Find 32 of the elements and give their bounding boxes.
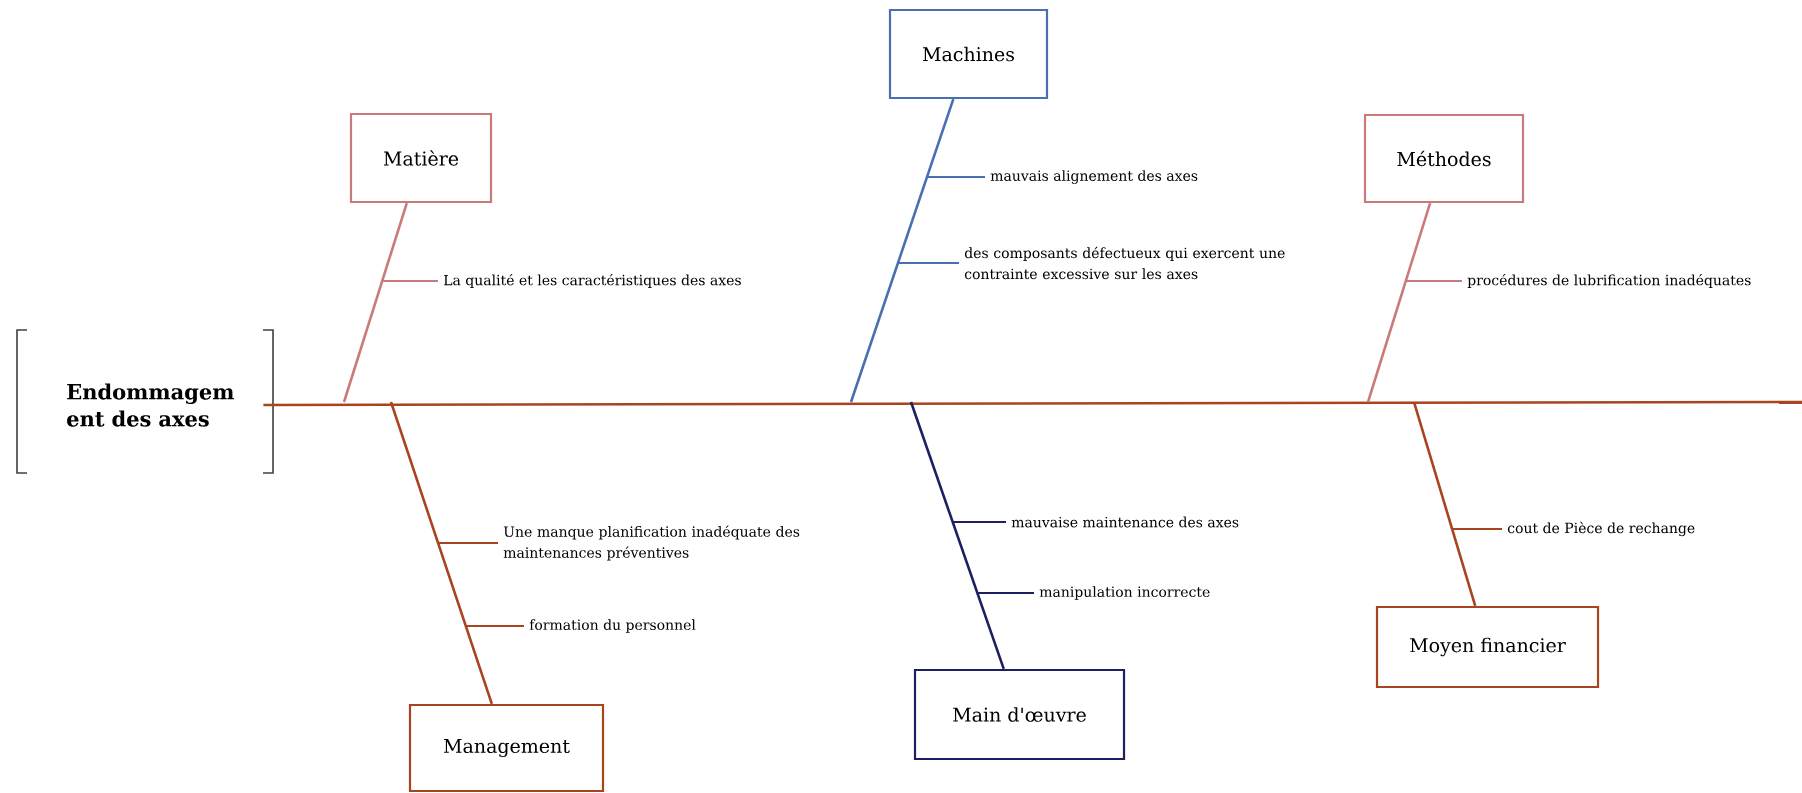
bone-line: [909, 401, 1005, 670]
spine-line: [263, 400, 1802, 407]
tick-line: [1404, 280, 1463, 282]
tick-line: [1451, 528, 1503, 530]
category-box: Moyen financier: [1375, 605, 1600, 689]
tick-line: [464, 625, 525, 627]
category-box: Management: [408, 703, 605, 793]
cause-text: formation du personnel: [529, 619, 696, 633]
tick-line: [437, 542, 499, 544]
bone-line: [1366, 202, 1432, 403]
tick-line: [951, 521, 1007, 523]
cause-text: procédures de lubrification inadéquates: [1467, 273, 1751, 289]
tick-line: [896, 262, 960, 264]
cause-text: Une manque planification inadéquate des maintenances préventives: [503, 525, 800, 561]
category-box: Machines: [888, 8, 1049, 100]
bone-line: [389, 401, 494, 705]
tick-line: [976, 592, 1035, 594]
cause-text: des composants défectueux qui exercent une contrainte excessive sur les axes: [964, 246, 1285, 280]
bone-line: [342, 202, 409, 403]
tick-line: [381, 280, 439, 282]
head-bracket: Endommagem ent des axes: [16, 329, 274, 474]
cause-text: mauvais alignement des axes: [990, 170, 1198, 184]
cause-text: La qualité et les caractéristiques des axes: [443, 273, 741, 289]
cause-text: mauvaise maintenance des axes: [1011, 516, 1239, 528]
bone-line: [1412, 401, 1477, 607]
bone-line: [849, 98, 955, 403]
category-box: Main d'œuvre: [913, 668, 1126, 761]
category-box: Méthodes: [1363, 113, 1525, 204]
cause-text: manipulation incorrecte: [1039, 586, 1210, 600]
cause-text: cout de Pièce de rechange: [1507, 521, 1695, 537]
category-box: Matière: [349, 112, 493, 204]
tick-line: [926, 176, 986, 178]
